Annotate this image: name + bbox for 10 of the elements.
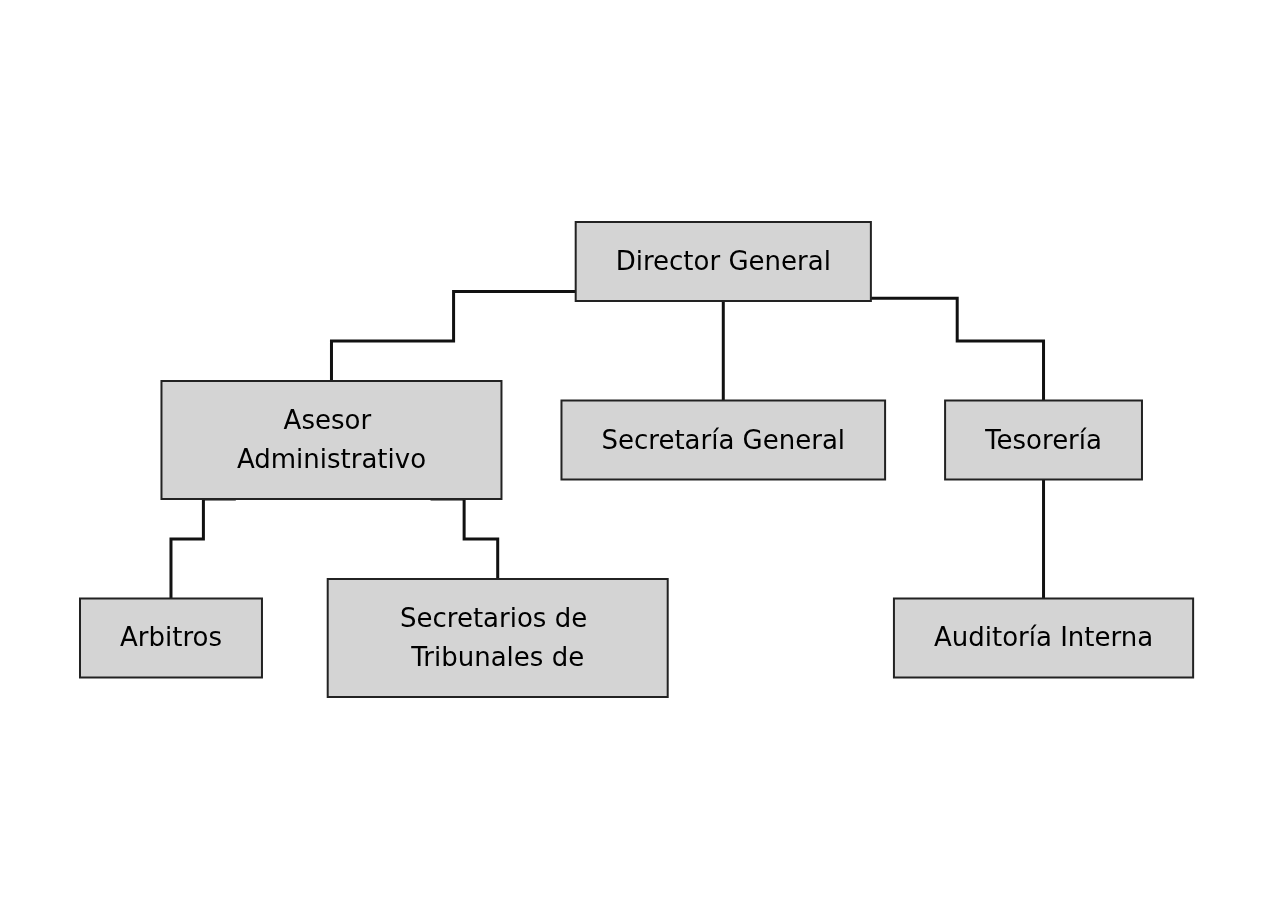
node-box: Auditoría Interna xyxy=(892,597,1195,679)
node-box: Secretaría General xyxy=(560,399,887,481)
node-box: Secretarios de Tribunales de xyxy=(326,578,669,698)
node-box: Arbitros xyxy=(78,597,263,679)
connector xyxy=(870,296,1045,402)
node-box: Director General xyxy=(574,221,872,302)
connector xyxy=(329,289,576,383)
node-box: Asesor Administrativo xyxy=(160,380,503,500)
connector xyxy=(1041,478,1045,600)
node-box: Tesorería xyxy=(944,399,1143,481)
